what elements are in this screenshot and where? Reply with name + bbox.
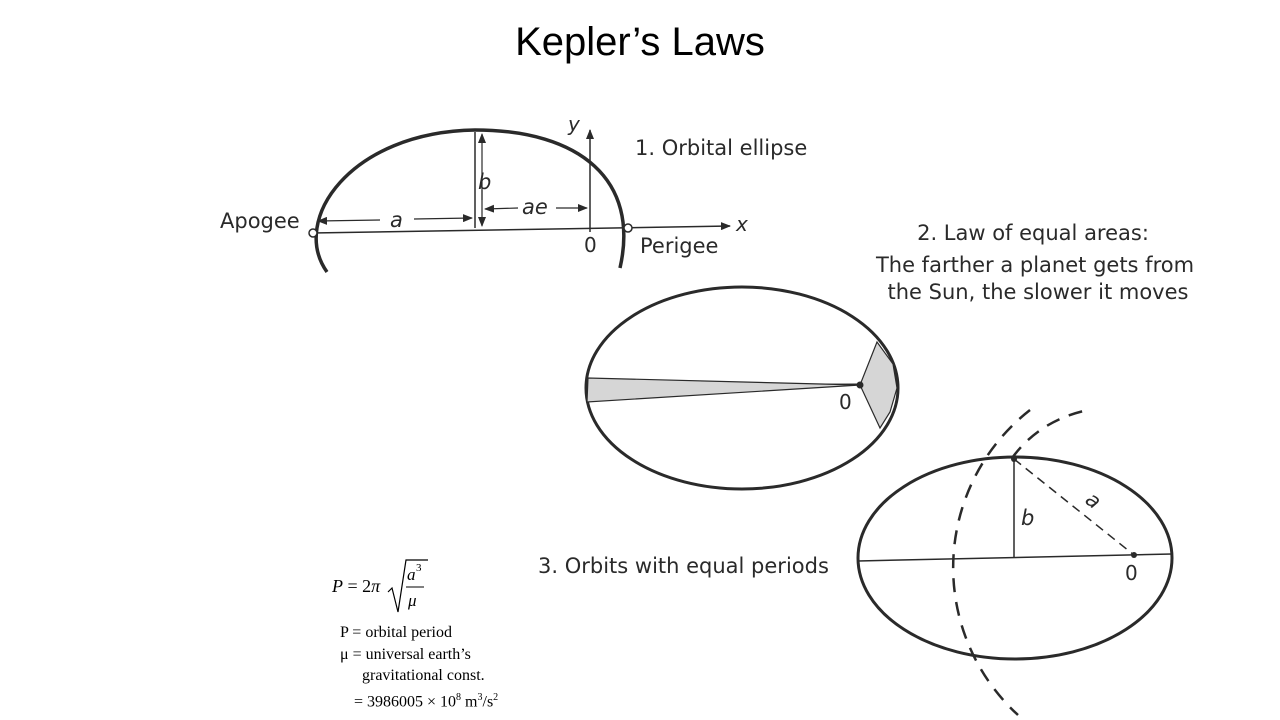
perigee-label: Perigee — [640, 234, 718, 258]
law2-line3: the Sun, the slower it moves — [888, 280, 1189, 304]
law2-line2: The farther a planet gets from — [875, 253, 1194, 277]
legend-mu: μ = universal earth’s — [340, 645, 471, 663]
apogee-point — [308, 228, 318, 238]
radical-sign — [387, 559, 428, 613]
a-dimension-right — [413, 214, 473, 223]
figure-equal-periods: b a 0 3. Orbits with equal periods — [538, 408, 1174, 716]
b-label-3: b — [1021, 506, 1034, 530]
origin-label-2: 0 — [839, 390, 852, 414]
numerator-exp: 3 — [416, 562, 422, 574]
law3-heading: 3. Orbits with equal periods — [538, 554, 829, 578]
x-axis-label: x — [735, 212, 748, 236]
a-label-3: a — [1081, 487, 1106, 514]
origin-label-3: 0 — [1125, 561, 1138, 585]
formula-pi: π — [371, 576, 381, 596]
figure-equal-areas: 0 2. Law of equal areas: The farther a p… — [584, 221, 1194, 491]
formula-radical: a 3 μ — [387, 559, 428, 613]
major-axis-3 — [857, 553, 1173, 562]
origin-label: 0 — [584, 233, 597, 257]
a-line-dashed — [1013, 458, 1135, 556]
formula-legend: P = orbital period μ = universal earth’s… — [340, 622, 498, 712]
orbit-arc — [314, 128, 626, 274]
legend-period: P = orbital period — [340, 624, 452, 641]
formula-lhs: P — [332, 576, 343, 596]
circular-orbit-dashed — [951, 409, 1031, 716]
ae-label: ae — [522, 195, 548, 219]
numerator-base: a — [407, 565, 416, 584]
ae-dimension-left — [484, 204, 519, 213]
perigee-point — [623, 223, 633, 233]
swept-area-far — [586, 377, 861, 403]
a-dimension-left — [317, 216, 381, 225]
slide-title: Kepler’s Laws — [515, 20, 765, 64]
sun-point — [856, 381, 864, 389]
vertex-point — [1011, 456, 1017, 462]
legend-value-exp: 8 — [456, 691, 462, 703]
legend-value-prefix: = 3986005 × 10 — [354, 692, 457, 710]
apogee-label: Apogee — [220, 209, 300, 233]
denominator: μ — [407, 591, 417, 610]
legend-value-suffix-exp: 2 — [493, 691, 499, 703]
figure-orbital-ellipse: Apogee Perigee a b ae x y 0 1. Orbital e… — [220, 112, 807, 274]
y-axis-label: y — [567, 112, 581, 136]
legend-value-unit: m — [461, 692, 478, 710]
legend-grav-const: gravitational const. — [362, 667, 485, 684]
period-formula: P = 2π — [332, 576, 380, 597]
formula-coefficient: 2 — [362, 576, 372, 596]
focus-point — [1131, 552, 1137, 558]
law2-line1: 2. Law of equal areas: — [917, 221, 1149, 245]
b-label: b — [478, 170, 491, 194]
orbit-ellipse — [584, 285, 900, 491]
a-label: a — [390, 208, 403, 232]
legend-value-unit-exp: 3 — [477, 691, 483, 703]
formula-equals: = — [347, 576, 358, 596]
x-axis — [311, 222, 731, 234]
legend-value-suffix: /s — [482, 692, 494, 710]
circular-orbit-dashed-upper — [1010, 408, 1089, 459]
swept-area-near — [859, 340, 898, 430]
law1-heading: 1. Orbital ellipse — [635, 136, 807, 160]
legend-value: = 3986005 × 108 m3/s2 — [340, 687, 498, 713]
